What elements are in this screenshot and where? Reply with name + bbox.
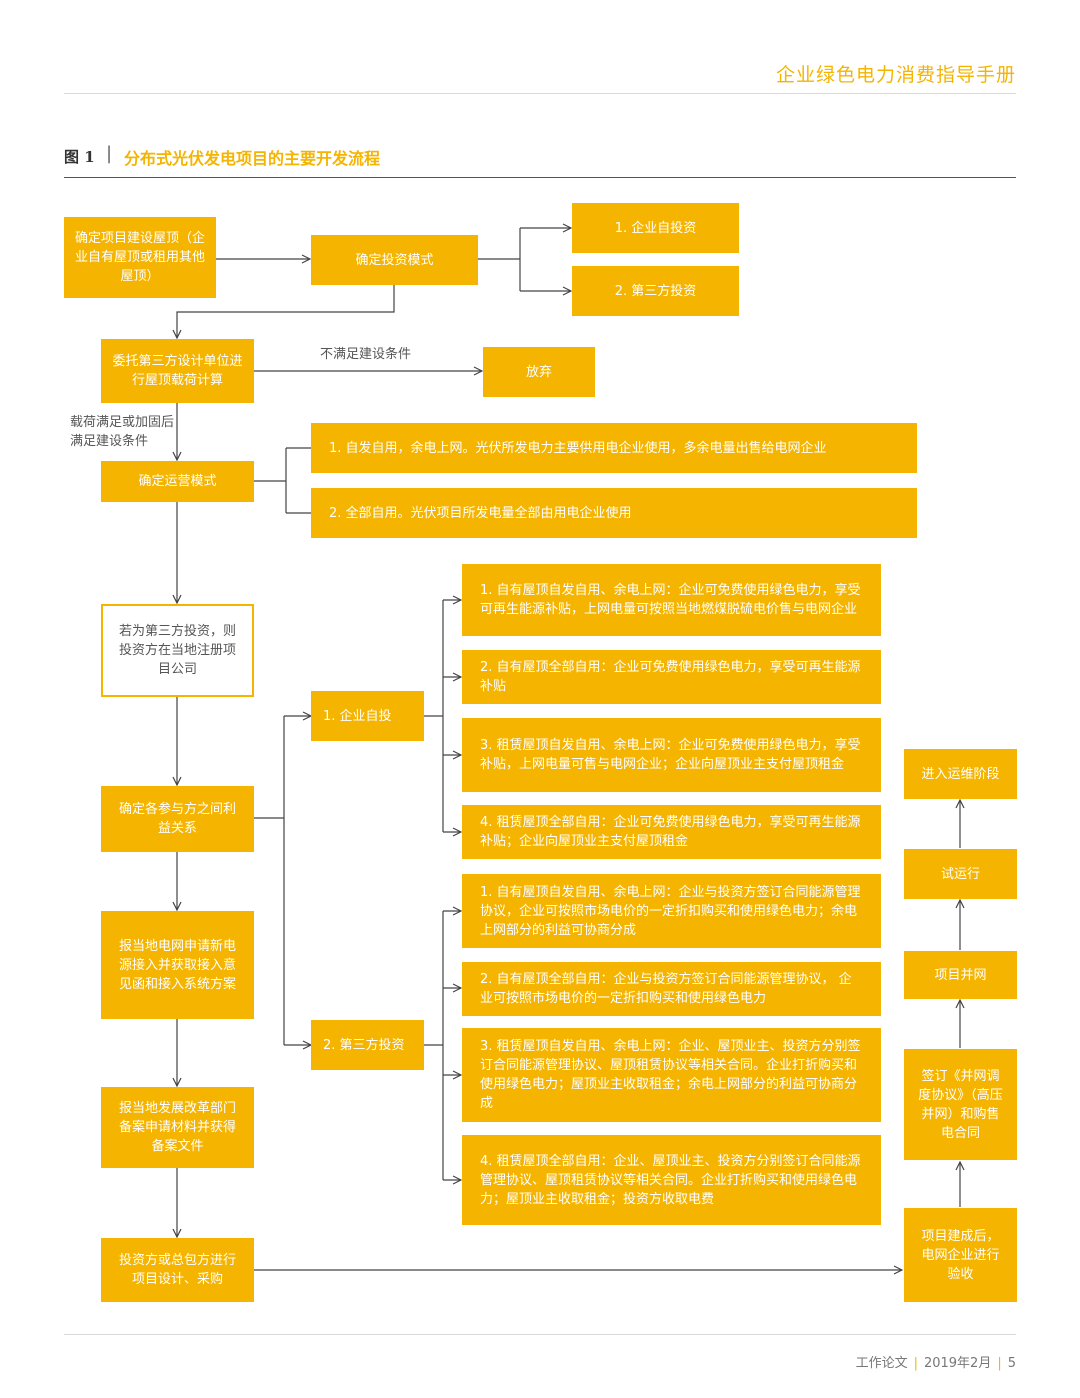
figure-label: 图 1: [64, 148, 95, 166]
label-meet: 载荷满足或加固后满足建设条件: [70, 415, 175, 449]
box-self-case-2: 2. 自有屋顶全部自用：企业可免费使用绿色电力，享受可再生能源补贴: [462, 650, 881, 704]
box-third-case-4: 4. 租赁屋顶全部自用：企业、屋顶业主、投资方分别签订合同能源管理协议、屋顶租赁…: [462, 1135, 881, 1225]
figure-title: 分布式光伏发电项目的主要开发流程: [124, 149, 381, 168]
box-load-calc: 委托第三方设计单位进行屋顶载荷计算: [101, 339, 254, 403]
arrow-invest-to-load: [177, 285, 395, 338]
label-not-meet: 不满足建设条件: [320, 347, 412, 362]
footer-date: 2019年2月: [923, 1356, 992, 1371]
figure-divider: [64, 177, 1016, 178]
box-op-mode: 确定运营模式: [101, 461, 254, 502]
box-third-case-1: 1. 自有屋顶自发自用、余电上网：企业与投资方签订合同能源管理协议，企业可按照市…: [462, 874, 881, 948]
box-self-case-4: 4. 租赁屋顶全部自用：企业可免费使用绿色电力，享受可再生能源补贴；企业向屋顶业…: [462, 805, 881, 859]
box-op-opt1: 1. 自发自用，余电上网。光伏所发电力主要供用电企业使用，多余电量出售给电网企业: [311, 423, 917, 473]
footer-divider: [64, 1334, 1016, 1335]
box-acceptance: 项目建成后，电网企业进行验收: [904, 1208, 1017, 1302]
box-self-case-1: 1. 自有屋顶自发自用、余电上网：企业可免费使用绿色电力，享受可再生能源补贴，上…: [462, 564, 881, 636]
box-self-case-3: 3. 租赁屋顶自发自用、余电上网：企业可免费使用绿色电力，享受补贴，上网电量可售…: [462, 718, 881, 792]
box-invest-third: 2. 第三方投资: [572, 266, 739, 316]
box-design: 投资方或总包方进行项目设计、采购: [101, 1238, 254, 1302]
footer: 工作论文|2019年2月|5: [855, 1356, 1016, 1371]
box-trial-run: 试运行: [904, 849, 1017, 899]
footer-doc-type: 工作论文: [855, 1356, 908, 1371]
box-ndrc-file: 报当地发展改革部门备案申请材料并获得备案文件: [101, 1087, 254, 1168]
box-invest-mode: 确定投资模式: [311, 235, 478, 285]
box-op-opt2: 2. 全部自用。光伏项目所发电量全部由用电企业使用: [311, 488, 917, 538]
box-third-case-3: 3. 租赁屋顶自发自用、余电上网：企业、屋顶业主、投资方分别签订合同能源管理协议…: [462, 1028, 881, 1122]
box-om-stage: 进入运维阶段: [904, 749, 1017, 799]
box-abandon: 放弃: [483, 347, 595, 397]
box-grid-connect: 项目并网: [904, 951, 1017, 999]
footer-page-number: 5: [1007, 1356, 1016, 1371]
box-register: 若为第三方投资，则投资方在当地注册项目公司: [101, 604, 254, 697]
box-grid-apply: 报当地电网申请新电源接入并获取接入意见函和接入系统方案: [101, 911, 254, 1019]
box-invest-self: 1. 企业自投资: [572, 203, 739, 253]
box-roof: 确定项目建设屋顶（企业自有屋顶或租用其他屋顶）: [64, 217, 216, 298]
figure-separator: |: [106, 143, 113, 164]
box-third-invest: 2. 第三方投资: [311, 1020, 424, 1070]
box-third-case-2: 2. 自有屋顶全部自用：企业与投资方签订合同能源管理协议， 企业可按照市场电价的…: [462, 962, 881, 1016]
header-title: 企业绿色电力消费指导手册: [775, 64, 1016, 86]
box-sign-agreement: 签订《并网调度协议》（高压并网）和购售电合同: [904, 1049, 1017, 1160]
box-self-invest: 1. 企业自投: [311, 691, 424, 741]
header-divider: [64, 93, 1016, 94]
box-interests: 确定各参与方之间利益关系: [101, 786, 254, 852]
